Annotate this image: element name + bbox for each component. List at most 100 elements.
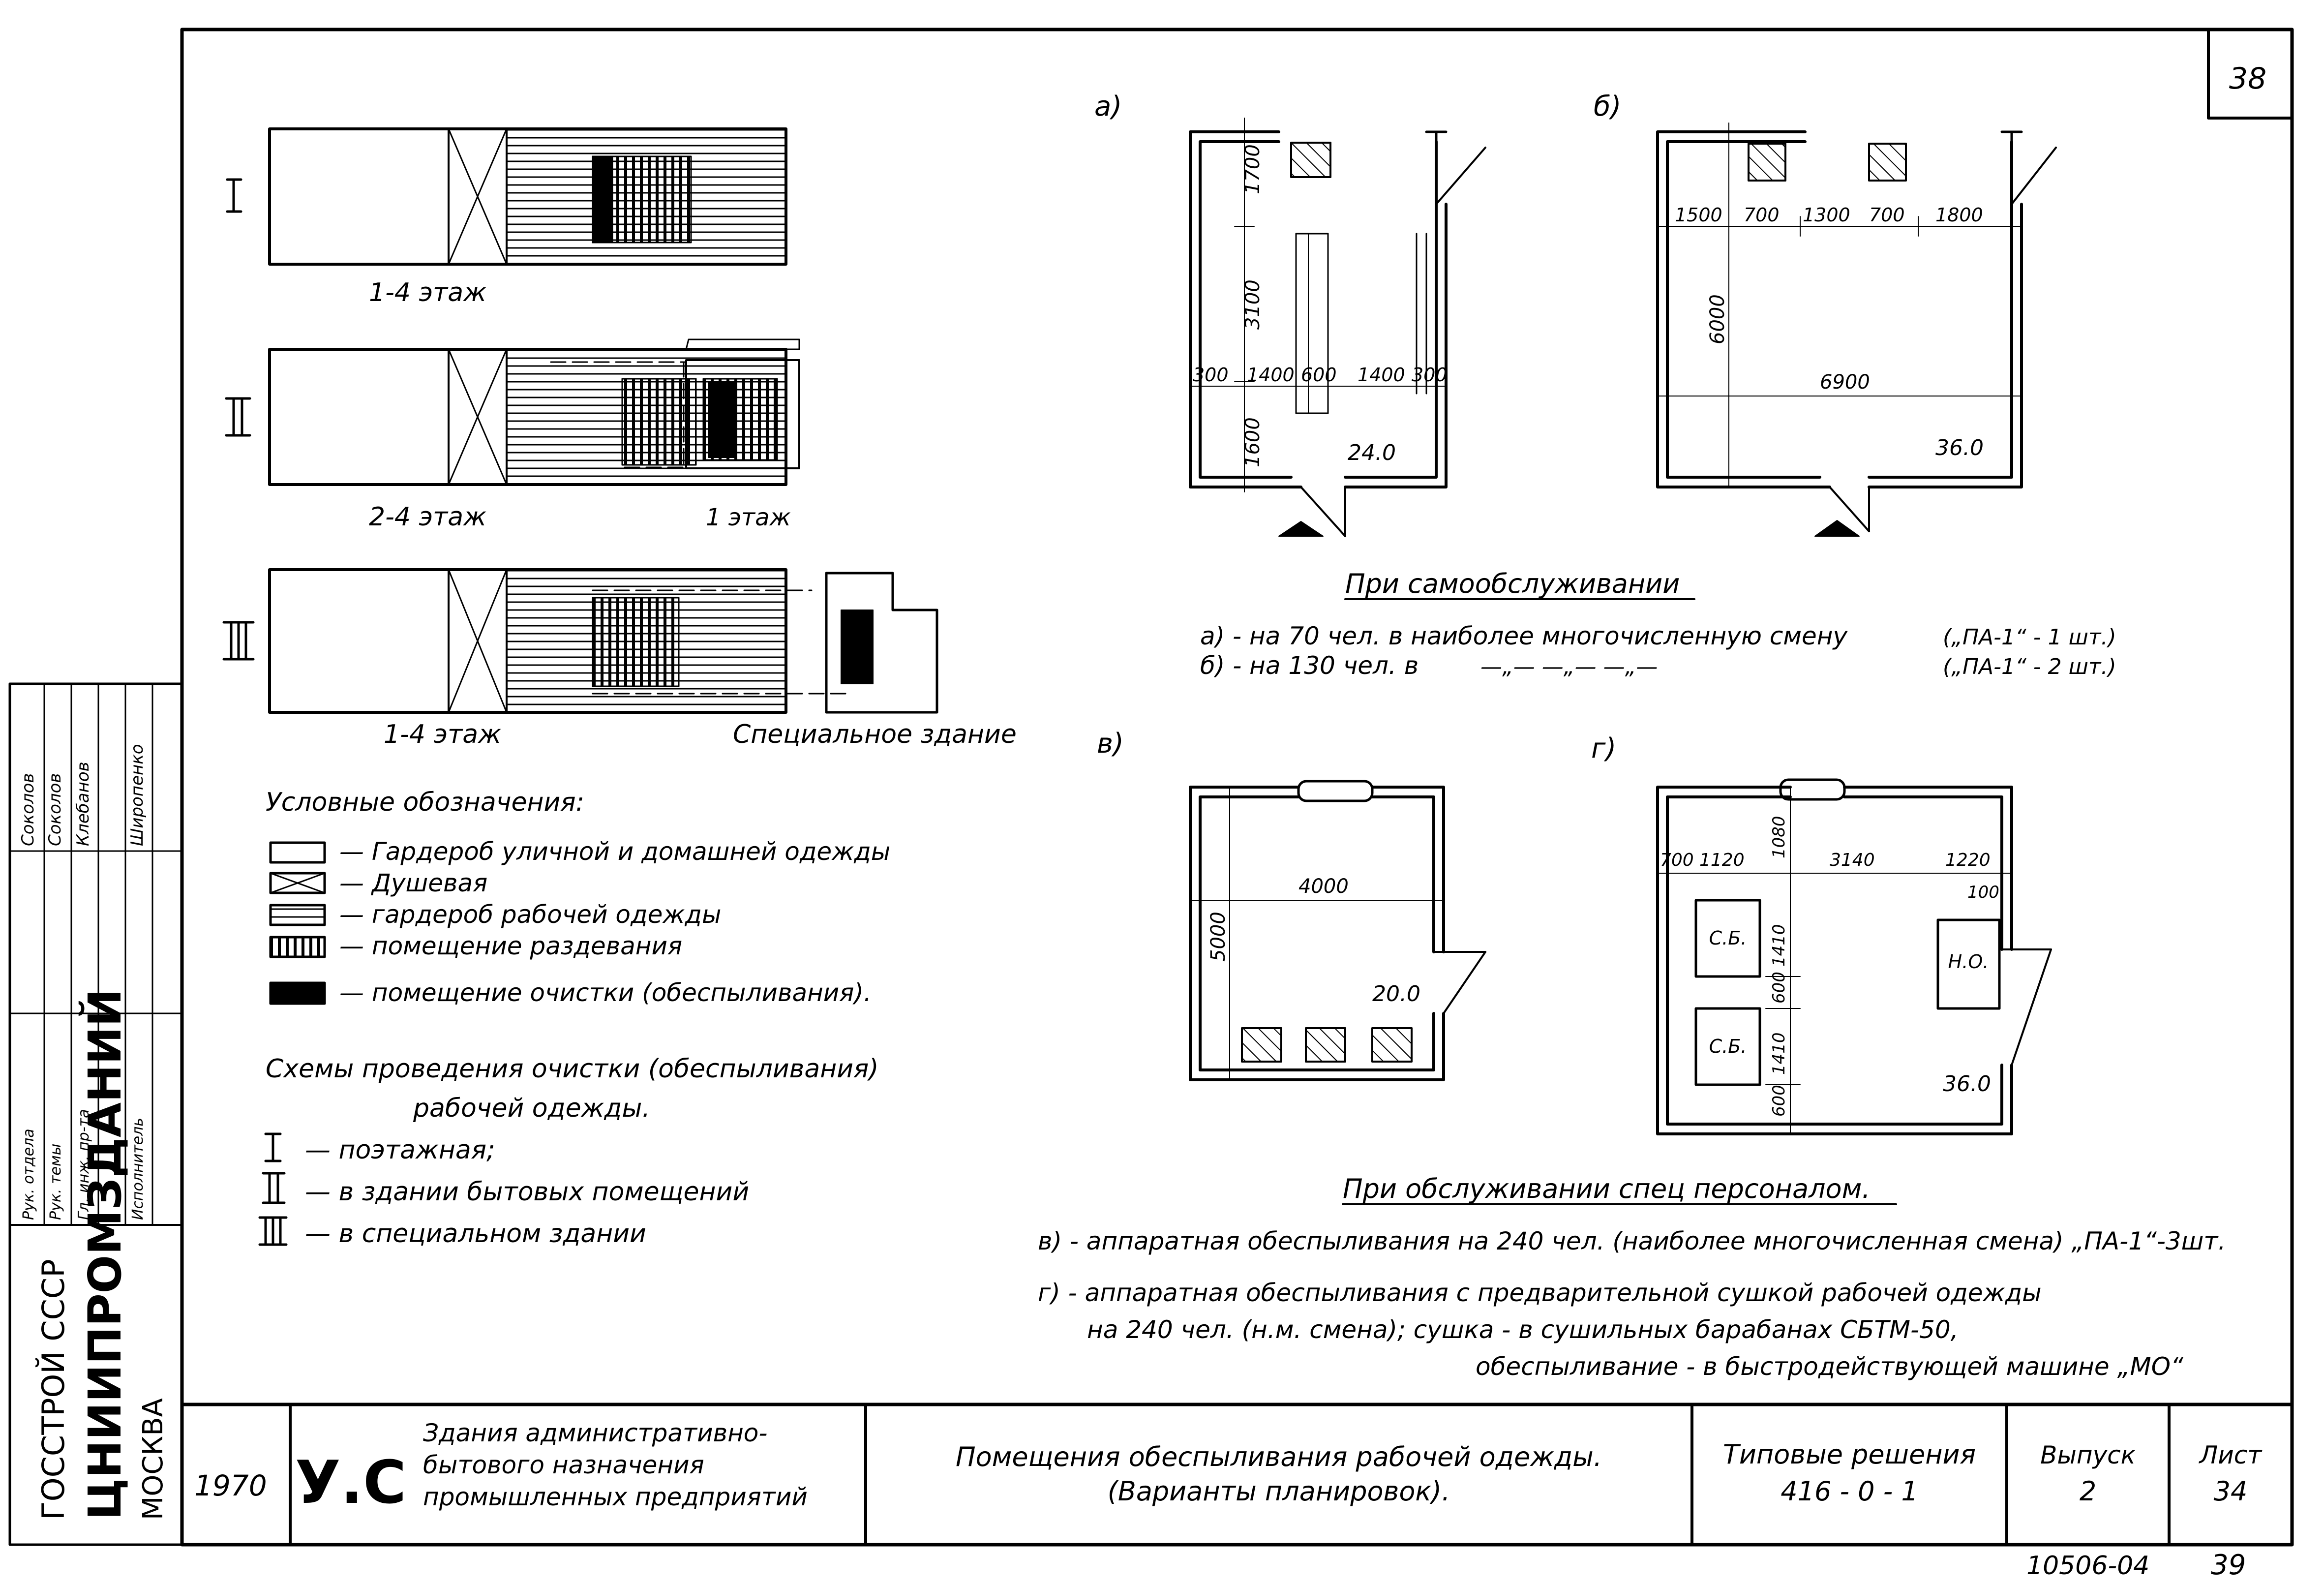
series-number: 416 - 0 - 1 bbox=[1781, 1476, 1918, 1507]
stamp-org: ГОССТРОЙ СССР bbox=[35, 1259, 71, 1520]
scheme-2 bbox=[225, 338, 800, 486]
scheme-2-caption: 2-4 этаж bbox=[369, 502, 486, 532]
sheet-number: 34 bbox=[2214, 1476, 2248, 1507]
staff-service-line-g1: г) - аппаратная обеспыливания с предвари… bbox=[1038, 1279, 2042, 1307]
plan-g-dim-top1: 700 bbox=[1660, 850, 1694, 870]
self-service-line-a-note: („ПА-1“ - 1 шт.) bbox=[1943, 625, 2116, 650]
title-year: 1970 bbox=[194, 1469, 267, 1502]
stamp-name-4: Широпенко bbox=[127, 744, 147, 846]
legend-title: Условные обозначения: bbox=[266, 788, 584, 817]
plan-a-dim-v3: 1600 bbox=[1241, 417, 1264, 467]
plan-g-letter: г) bbox=[1591, 732, 1616, 764]
self-service-heading: При самообслуживании bbox=[1345, 568, 1680, 599]
stamp-role-4: Исполнитель bbox=[129, 1118, 147, 1220]
plan-v-area: 20.0 bbox=[1372, 981, 1420, 1006]
plan-b-dim-top1: 1500 bbox=[1675, 204, 1722, 226]
building-type-line1: Здания административно- bbox=[423, 1419, 767, 1447]
plan-g-dim-v1: 1080 bbox=[1769, 816, 1789, 858]
plan-v-dim-h: 4000 bbox=[1298, 875, 1349, 898]
legend-item-cleaning: — помещение очистки (обеспыливания). bbox=[339, 978, 872, 1007]
plan-a-dim-v1: 1700 bbox=[1241, 144, 1264, 194]
staff-service-heading: При обслуживании спец персоналом. bbox=[1343, 1173, 1871, 1204]
plan-a-dim-h2: 1400 bbox=[1247, 364, 1295, 386]
staff-service-line-g3: обеспыливание - в быстродействующей маши… bbox=[1476, 1352, 2184, 1381]
stamp-institute: ЦНИИПРОМЗДАНИЙ bbox=[78, 989, 131, 1520]
stamp-role-2: Рук. темы bbox=[47, 1144, 64, 1220]
plan-a-dim-v2: 3100 bbox=[1241, 279, 1264, 330]
scheme-2-ground-caption: 1 этаж bbox=[706, 504, 791, 531]
building-type-line2: бытового назначения bbox=[423, 1451, 704, 1479]
plan-g bbox=[1656, 778, 2052, 1135]
plan-v-dim-v: 5000 bbox=[1207, 912, 1230, 962]
plan-g-dim-v4: 1410 bbox=[1769, 1032, 1789, 1075]
plan-g-dim-right: 100 bbox=[1967, 883, 1999, 902]
plan-g-label-mo: Н.О. bbox=[1948, 951, 1989, 973]
footer-doc-number: 10506-04 bbox=[2026, 1551, 2149, 1581]
plan-g-label-sb2: С.Б. bbox=[1709, 1036, 1747, 1057]
issue-label: Выпуск bbox=[2040, 1441, 2136, 1469]
plan-b-dim-h: 6900 bbox=[1820, 371, 1870, 394]
sheet-corner-number: 38 bbox=[2229, 61, 2266, 96]
corner-number-box bbox=[2207, 28, 2294, 120]
series-title: Типовые решения bbox=[1723, 1439, 1976, 1470]
sheet-title-line1: Помещения обеспыливания рабочей одежды. bbox=[956, 1441, 1602, 1472]
scheme-1-caption: 1-4 этаж bbox=[369, 278, 486, 307]
stamp-city: МОСКВА bbox=[137, 1398, 169, 1520]
legend-item-work-wardrobe: — гардероб рабочей одежды bbox=[339, 900, 721, 929]
legend-swatches bbox=[269, 841, 326, 1005]
plan-g-dim-v2: 1410 bbox=[1769, 924, 1789, 967]
plan-b-dim-top5: 1800 bbox=[1935, 204, 1983, 226]
plan-b-dim-v: 6000 bbox=[1706, 294, 1729, 344]
methods-title: Схемы проведения очистки (обеспыливания) bbox=[266, 1054, 879, 1084]
building-type-line3: промышленных предприятий bbox=[423, 1483, 808, 1511]
method-floor-text: — поэтажная; bbox=[305, 1135, 495, 1165]
plan-b-letter: б) bbox=[1594, 91, 1621, 122]
plan-a-dim-h5: 300 bbox=[1412, 364, 1448, 386]
title-block-lines bbox=[289, 1403, 2171, 1546]
method-numerals bbox=[258, 1132, 288, 1246]
self-service-line-b-ditto: —„— —„— —„— bbox=[1480, 654, 1658, 679]
stamp-name-3: Клебанов bbox=[73, 762, 93, 846]
title-mark: У.С bbox=[295, 1449, 406, 1517]
plan-a-area: 24.0 bbox=[1348, 440, 1396, 465]
sheet-title-line2: (Варианты планировок). bbox=[1108, 1476, 1450, 1507]
side-stamp-frame bbox=[8, 682, 183, 1546]
staff-service-line-g2: на 240 чел. (н.м. смена); сушка - в суши… bbox=[1087, 1315, 1959, 1344]
plan-v-letter: в) bbox=[1097, 728, 1124, 760]
plan-g-area: 36.0 bbox=[1943, 1071, 1991, 1097]
plan-b-dim-top2: 700 bbox=[1744, 204, 1780, 226]
plan-a-letter: а) bbox=[1094, 91, 1122, 122]
plan-a bbox=[1189, 118, 1486, 537]
sheet-label: Лист bbox=[2199, 1441, 2263, 1469]
plan-b-area: 36.0 bbox=[1935, 435, 1984, 460]
scheme-3-caption: 1-4 этаж bbox=[384, 720, 501, 749]
methods-subtitle: рабочей одежды. bbox=[413, 1094, 650, 1123]
stamp-name-2: Соколов bbox=[45, 773, 65, 846]
plan-g-dim-v3: 600 bbox=[1769, 972, 1789, 1004]
issue-number: 2 bbox=[2080, 1476, 2096, 1507]
legend-item-undressing: — помещение раздевания bbox=[339, 932, 682, 960]
plan-g-dim-v5: 600 bbox=[1769, 1085, 1789, 1117]
self-service-line-a: а) - на 70 чел. в наиболее многочисленну… bbox=[1200, 622, 1848, 650]
method-amenity-text: — в здании бытовых помещений bbox=[305, 1177, 749, 1207]
scheme-1 bbox=[226, 127, 787, 266]
plan-a-dim-h4: 1400 bbox=[1358, 364, 1405, 386]
legend-item-street-wardrobe: — Гардероб уличной и домашней одежды bbox=[339, 837, 890, 866]
plan-g-label-sb1: С.Б. bbox=[1709, 927, 1747, 949]
plan-g-dim-top4: 1220 bbox=[1945, 850, 1991, 870]
footer-page: 39 bbox=[2211, 1549, 2246, 1581]
plan-v bbox=[1189, 780, 1486, 1081]
method-special-text: — в специальном здании bbox=[305, 1219, 646, 1249]
stamp-role-3: Гл. инж. пр-та bbox=[75, 1109, 92, 1220]
self-service-line-b: б) - на 130 чел. в bbox=[1200, 651, 1419, 680]
plan-b-dim-top3: 1300 bbox=[1803, 204, 1850, 226]
plan-g-dim-top2: 1120 bbox=[1699, 850, 1745, 870]
plan-a-dim-h1: 300 bbox=[1193, 364, 1229, 386]
plan-g-dim-top3: 3140 bbox=[1830, 850, 1875, 870]
scheme-3 bbox=[222, 568, 938, 714]
self-service-line-b-note: („ПА-1“ - 2 шт.) bbox=[1943, 654, 2116, 679]
plan-b-dim-top4: 700 bbox=[1869, 204, 1905, 226]
stamp-role-1: Рук. отдела bbox=[20, 1128, 37, 1220]
special-building-caption: Специальное здание bbox=[733, 720, 1017, 749]
